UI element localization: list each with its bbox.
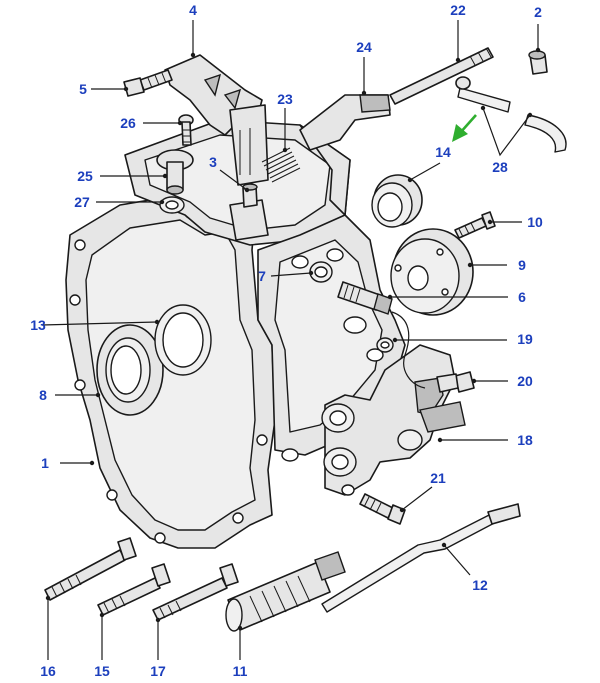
bolt-21 xyxy=(359,493,406,525)
selector-fork xyxy=(164,54,269,186)
bracket-arm xyxy=(299,94,391,151)
callout-22: 22 xyxy=(450,2,466,18)
callout-9: 9 xyxy=(518,257,526,273)
callout-10: 10 xyxy=(527,214,543,230)
callout-25: 25 xyxy=(77,168,93,184)
callout-12: 12 xyxy=(472,577,488,593)
cover-disc xyxy=(390,228,474,316)
bolt-10 xyxy=(454,211,496,239)
o-ring-seal xyxy=(154,304,212,376)
leader-lines xyxy=(41,20,539,660)
bolt-17 xyxy=(152,563,239,621)
filter-cartridge xyxy=(225,551,346,632)
hose-28 xyxy=(455,76,567,153)
callout-19: 19 xyxy=(517,331,533,347)
callout-24: 24 xyxy=(356,39,372,55)
callout-labels: 1 2 3 4 5 6 7 8 9 10 11 12 13 14 15 16 1… xyxy=(30,2,543,679)
screw-26 xyxy=(178,114,194,146)
callout-21: 21 xyxy=(430,470,446,486)
callout-13: 13 xyxy=(30,317,46,333)
bolt-15 xyxy=(97,563,171,616)
callout-18: 18 xyxy=(517,432,533,448)
callout-2: 2 xyxy=(534,4,542,20)
sensor-o-ring xyxy=(376,337,394,353)
cap-plug xyxy=(528,50,548,75)
callout-7: 7 xyxy=(258,268,266,284)
callout-27: 27 xyxy=(74,194,90,210)
callout-26: 26 xyxy=(120,115,136,131)
callout-16: 16 xyxy=(40,663,56,679)
leader-dots xyxy=(45,47,541,631)
callout-11: 11 xyxy=(233,663,248,679)
sensor-wire xyxy=(391,311,426,389)
rod-22 xyxy=(389,47,494,105)
oil-seal xyxy=(371,174,423,228)
washer-27 xyxy=(159,196,185,214)
callout-1: 1 xyxy=(41,455,49,471)
sensor-switch xyxy=(337,281,393,315)
pump-block xyxy=(321,344,466,496)
callout-3: 3 xyxy=(209,154,217,170)
pin-plate-25 xyxy=(156,149,194,195)
callout-14: 14 xyxy=(435,144,451,160)
callout-20: 20 xyxy=(517,373,533,389)
callout-15: 15 xyxy=(94,663,110,679)
bearing-seal-left xyxy=(96,324,164,416)
callout-4: 4 xyxy=(189,2,197,18)
dip-tube xyxy=(321,503,521,613)
bolt-5 xyxy=(123,69,173,97)
callout-28: 28 xyxy=(492,159,508,175)
pin-3 xyxy=(242,183,258,208)
callout-23: 23 xyxy=(277,91,293,107)
spring-23 xyxy=(261,147,301,183)
callout-17: 17 xyxy=(150,663,166,679)
callout-5: 5 xyxy=(79,81,87,97)
bolt-20 xyxy=(436,371,475,393)
direction-arrow-icon xyxy=(452,114,477,142)
callout-6: 6 xyxy=(518,289,526,305)
callout-8: 8 xyxy=(39,387,47,403)
small-o-ring xyxy=(309,261,333,283)
bolt-16 xyxy=(44,537,137,601)
